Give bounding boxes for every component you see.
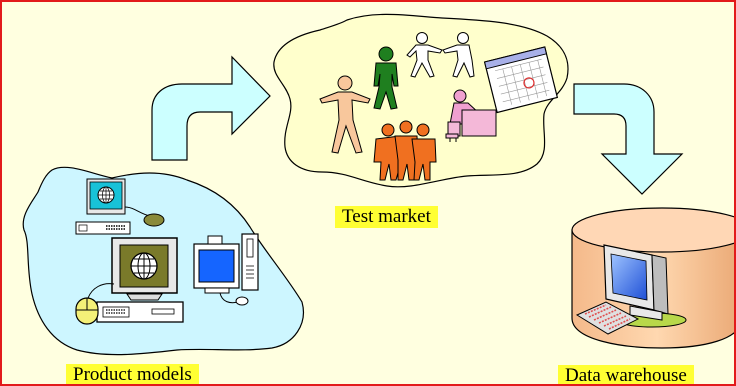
people-icon [319,32,497,181]
desktop-computer-icon [75,178,165,235]
product-models-label: Product models [66,364,199,384]
test-market-label: Test market [335,206,438,228]
computer-mouse-icon [75,297,99,325]
blue-monitor-icon [193,233,259,306]
flow-arrow-icon [151,55,271,161]
globe-monitor-icon [87,237,184,323]
desk-worker-icon [445,89,497,142]
flow-arrow-icon-2 [573,83,684,195]
test-market-cloud [273,13,569,188]
calendar-icon [483,46,559,114]
keyboard-icon [575,301,640,335]
warehouse-monitor-icon [603,244,687,328]
data-warehouse-label: Data warehouse [558,365,694,384]
